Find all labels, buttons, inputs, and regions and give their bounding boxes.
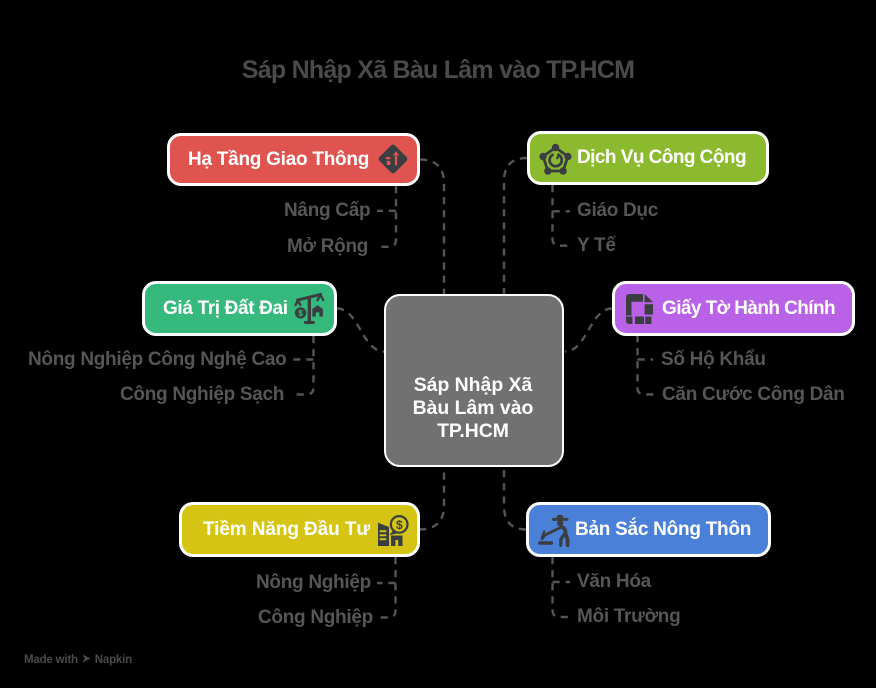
svg-text:$: $: [298, 308, 303, 318]
svg-text:$: $: [396, 518, 403, 532]
